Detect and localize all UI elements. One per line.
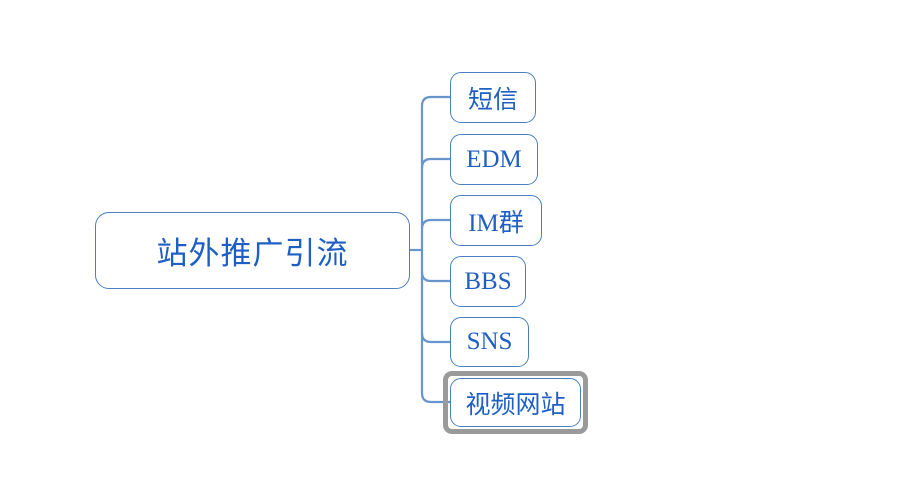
child-node-label: EDM: [466, 145, 522, 173]
connector-branch-2: [420, 218, 450, 230]
child-node-video-site[interactable]: 视频网站: [450, 378, 581, 427]
root-node-label: 站外推广引流: [156, 236, 349, 271]
root-node[interactable]: 站外推广引流: [95, 212, 410, 289]
child-node-label: BBS: [464, 267, 512, 295]
child-node-edm[interactable]: EDM: [450, 134, 538, 185]
selection-highlight: [443, 371, 588, 434]
child-node-im-group[interactable]: IM群: [450, 195, 542, 246]
child-node-label: 视频网站: [465, 391, 566, 419]
child-node-sns[interactable]: SNS: [450, 317, 529, 367]
child-node-label: IM群: [468, 209, 524, 237]
child-node-bbs[interactable]: BBS: [450, 256, 526, 307]
connector-branch-3: [420, 271, 450, 283]
child-node-sms[interactable]: 短信: [450, 72, 536, 123]
connector-branch-1: [420, 157, 450, 169]
child-node-label: SNS: [466, 328, 513, 355]
child-node-label: 短信: [467, 86, 518, 114]
connector-branch-0: [420, 95, 450, 107]
connector-branch-4: [420, 332, 450, 344]
